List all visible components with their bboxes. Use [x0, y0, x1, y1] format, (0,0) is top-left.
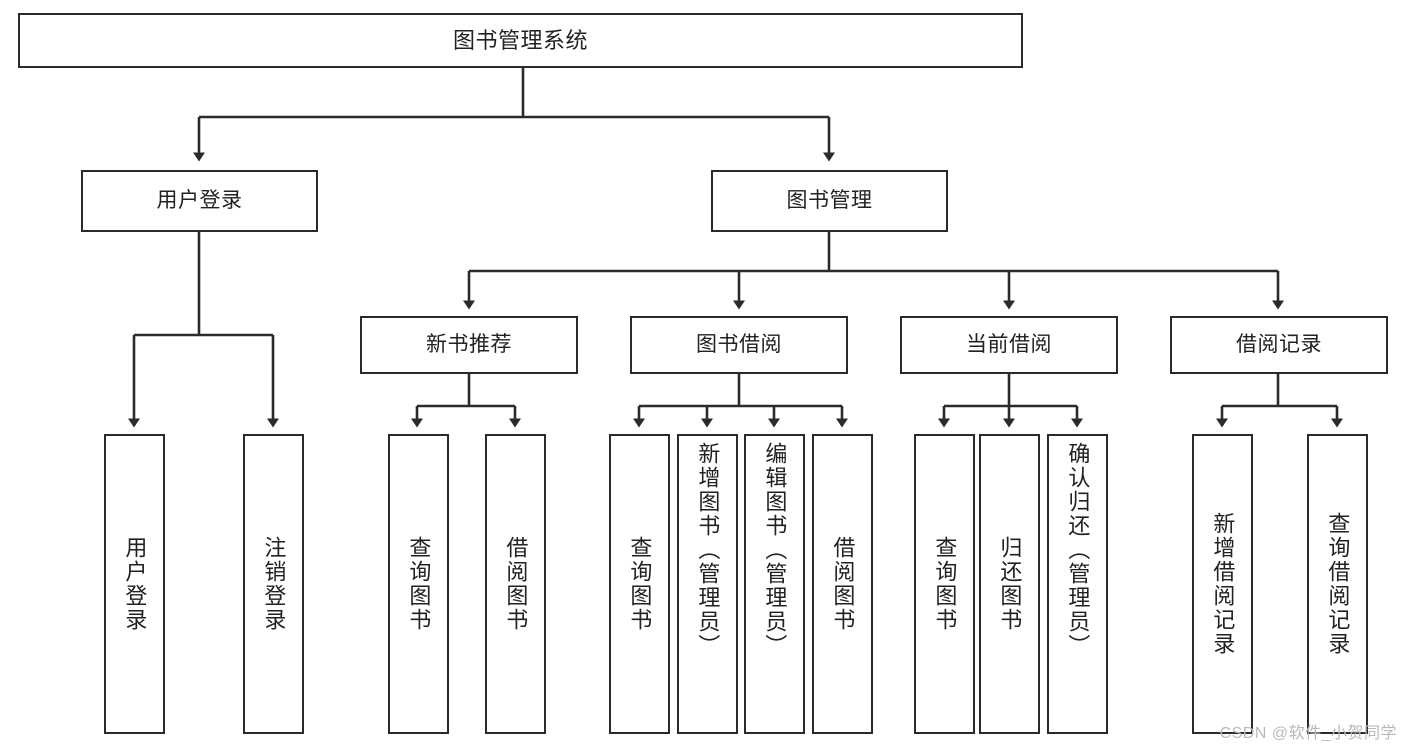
node-borrow-record-label: 借阅记录	[1236, 332, 1322, 356]
leaf-label: 用户登录	[122, 536, 148, 632]
leaf-label: 借阅图书	[503, 536, 529, 632]
node-current-borrow-label: 当前借阅	[966, 332, 1052, 356]
leaf-user-login-login[interactable]: 用户登录	[104, 434, 165, 734]
node-new-book-recommend-label: 新书推荐	[426, 332, 512, 356]
node-user-login-label: 用户登录	[156, 188, 243, 212]
leaf-book-borrow-borrow-book[interactable]: 借阅图书	[812, 434, 873, 734]
watermark-text: CSDN @软件_小贺同学	[1219, 725, 1397, 742]
leaf-borrow-record-query-record[interactable]: 查询借阅记录	[1307, 434, 1368, 734]
node-book-management-label: 图书管理	[786, 188, 873, 212]
node-current-borrow[interactable]: 当前借阅	[900, 316, 1118, 374]
leaf-label: 借阅图书	[830, 536, 856, 632]
leaf-book-borrow-edit-book-admin[interactable]: 编辑图书（管理员）	[744, 434, 805, 734]
node-new-book-recommend[interactable]: 新书推荐	[360, 316, 578, 374]
leaf-book-borrow-add-book-admin[interactable]: 新增图书（管理员）	[677, 434, 738, 734]
node-root-book-management-system[interactable]: 图书管理系统	[18, 13, 1023, 68]
leaf-current-borrow-query-book[interactable]: 查询图书	[914, 434, 975, 734]
leaf-label: 编辑图书（管理员）	[762, 442, 788, 658]
leaf-label: 查询图书	[627, 536, 653, 632]
node-root-label: 图书管理系统	[452, 27, 588, 53]
leaf-label: 注销登录	[261, 536, 287, 632]
leaf-label: 查询图书	[406, 536, 432, 632]
leaf-label: 新增图书（管理员）	[695, 442, 721, 658]
leaf-label: 查询借阅记录	[1325, 512, 1351, 656]
leaf-current-borrow-return-book[interactable]: 归还图书	[979, 434, 1040, 734]
leaf-current-borrow-confirm-return-admin[interactable]: 确认归还（管理员）	[1047, 434, 1108, 734]
leaf-label: 确认归还（管理员）	[1065, 442, 1091, 658]
leaf-new-book-query-book[interactable]: 查询图书	[388, 434, 449, 734]
leaf-user-login-logout[interactable]: 注销登录	[243, 434, 304, 734]
leaf-new-book-borrow-book[interactable]: 借阅图书	[485, 434, 546, 734]
node-user-login[interactable]: 用户登录	[81, 170, 318, 232]
leaf-label: 归还图书	[997, 536, 1023, 632]
leaf-label: 新增借阅记录	[1210, 512, 1236, 656]
leaf-borrow-record-add-record[interactable]: 新增借阅记录	[1192, 434, 1253, 734]
node-book-borrow[interactable]: 图书借阅	[630, 316, 848, 374]
leaf-label: 查询图书	[932, 536, 958, 632]
leaf-book-borrow-query-book[interactable]: 查询图书	[609, 434, 670, 734]
node-book-management[interactable]: 图书管理	[711, 170, 948, 232]
node-borrow-record[interactable]: 借阅记录	[1170, 316, 1388, 374]
node-book-borrow-label: 图书借阅	[696, 332, 782, 356]
